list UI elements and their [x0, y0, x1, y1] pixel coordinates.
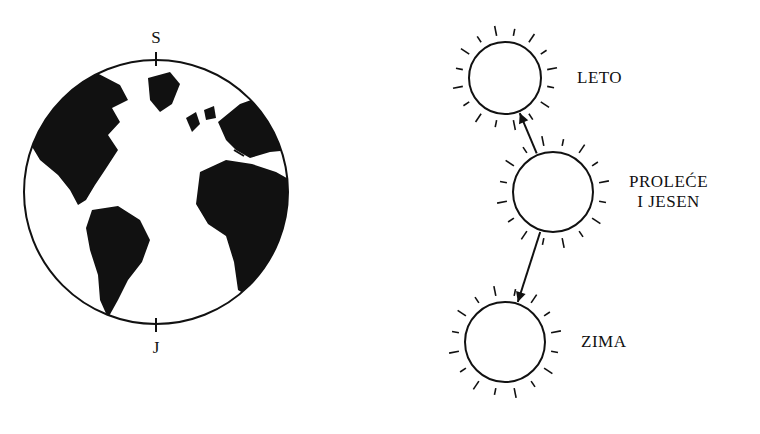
- arrow-head: [516, 291, 526, 302]
- sun-node: LETO: [447, 20, 622, 136]
- pole-label: J: [153, 338, 160, 358]
- season-label: LETO: [577, 68, 622, 88]
- axis-tick: [155, 318, 157, 332]
- sun-symbol: [491, 130, 615, 254]
- season-arrow: [518, 232, 540, 302]
- pole-label: S: [151, 28, 160, 48]
- arrow-head: [519, 113, 528, 124]
- sun-node: PROLEĆE I JESEN: [491, 130, 708, 254]
- sun-symbol: [447, 20, 563, 136]
- axis-tick: [155, 52, 157, 66]
- sun-node: ZIMA: [443, 280, 626, 404]
- season-label: PROLEĆE I JESEN: [629, 172, 708, 211]
- sun-symbol: [443, 280, 567, 404]
- season-label: ZIMA: [581, 332, 626, 352]
- season-arrow: [520, 113, 537, 153]
- continents: [18, 68, 290, 318]
